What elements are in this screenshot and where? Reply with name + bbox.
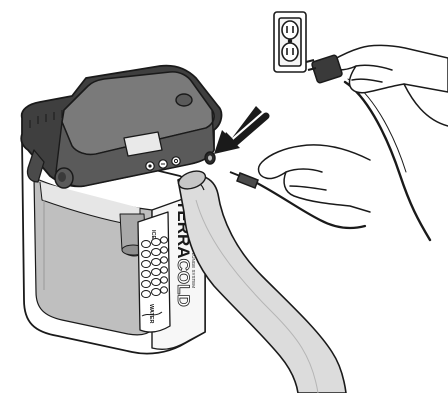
plug-hand: [330, 45, 448, 240]
dc-plug-icon: [230, 172, 258, 188]
cold-plunge-unit: ICE WATER TERRACOLD COLD PLUNGE SYSTEM: [21, 66, 346, 393]
water-marker: WATER: [148, 304, 154, 323]
temperature-button[interactable]: [172, 157, 180, 165]
brand-name-part2: COLD: [174, 259, 193, 307]
dc-plug-hand: [255, 145, 370, 228]
power-plug-icon: [306, 55, 343, 84]
wall-outlet-icon: [274, 12, 306, 72]
level-label: ICE WATER: [138, 212, 170, 332]
ice-marker: ICE: [150, 230, 156, 240]
lid: [21, 66, 221, 188]
